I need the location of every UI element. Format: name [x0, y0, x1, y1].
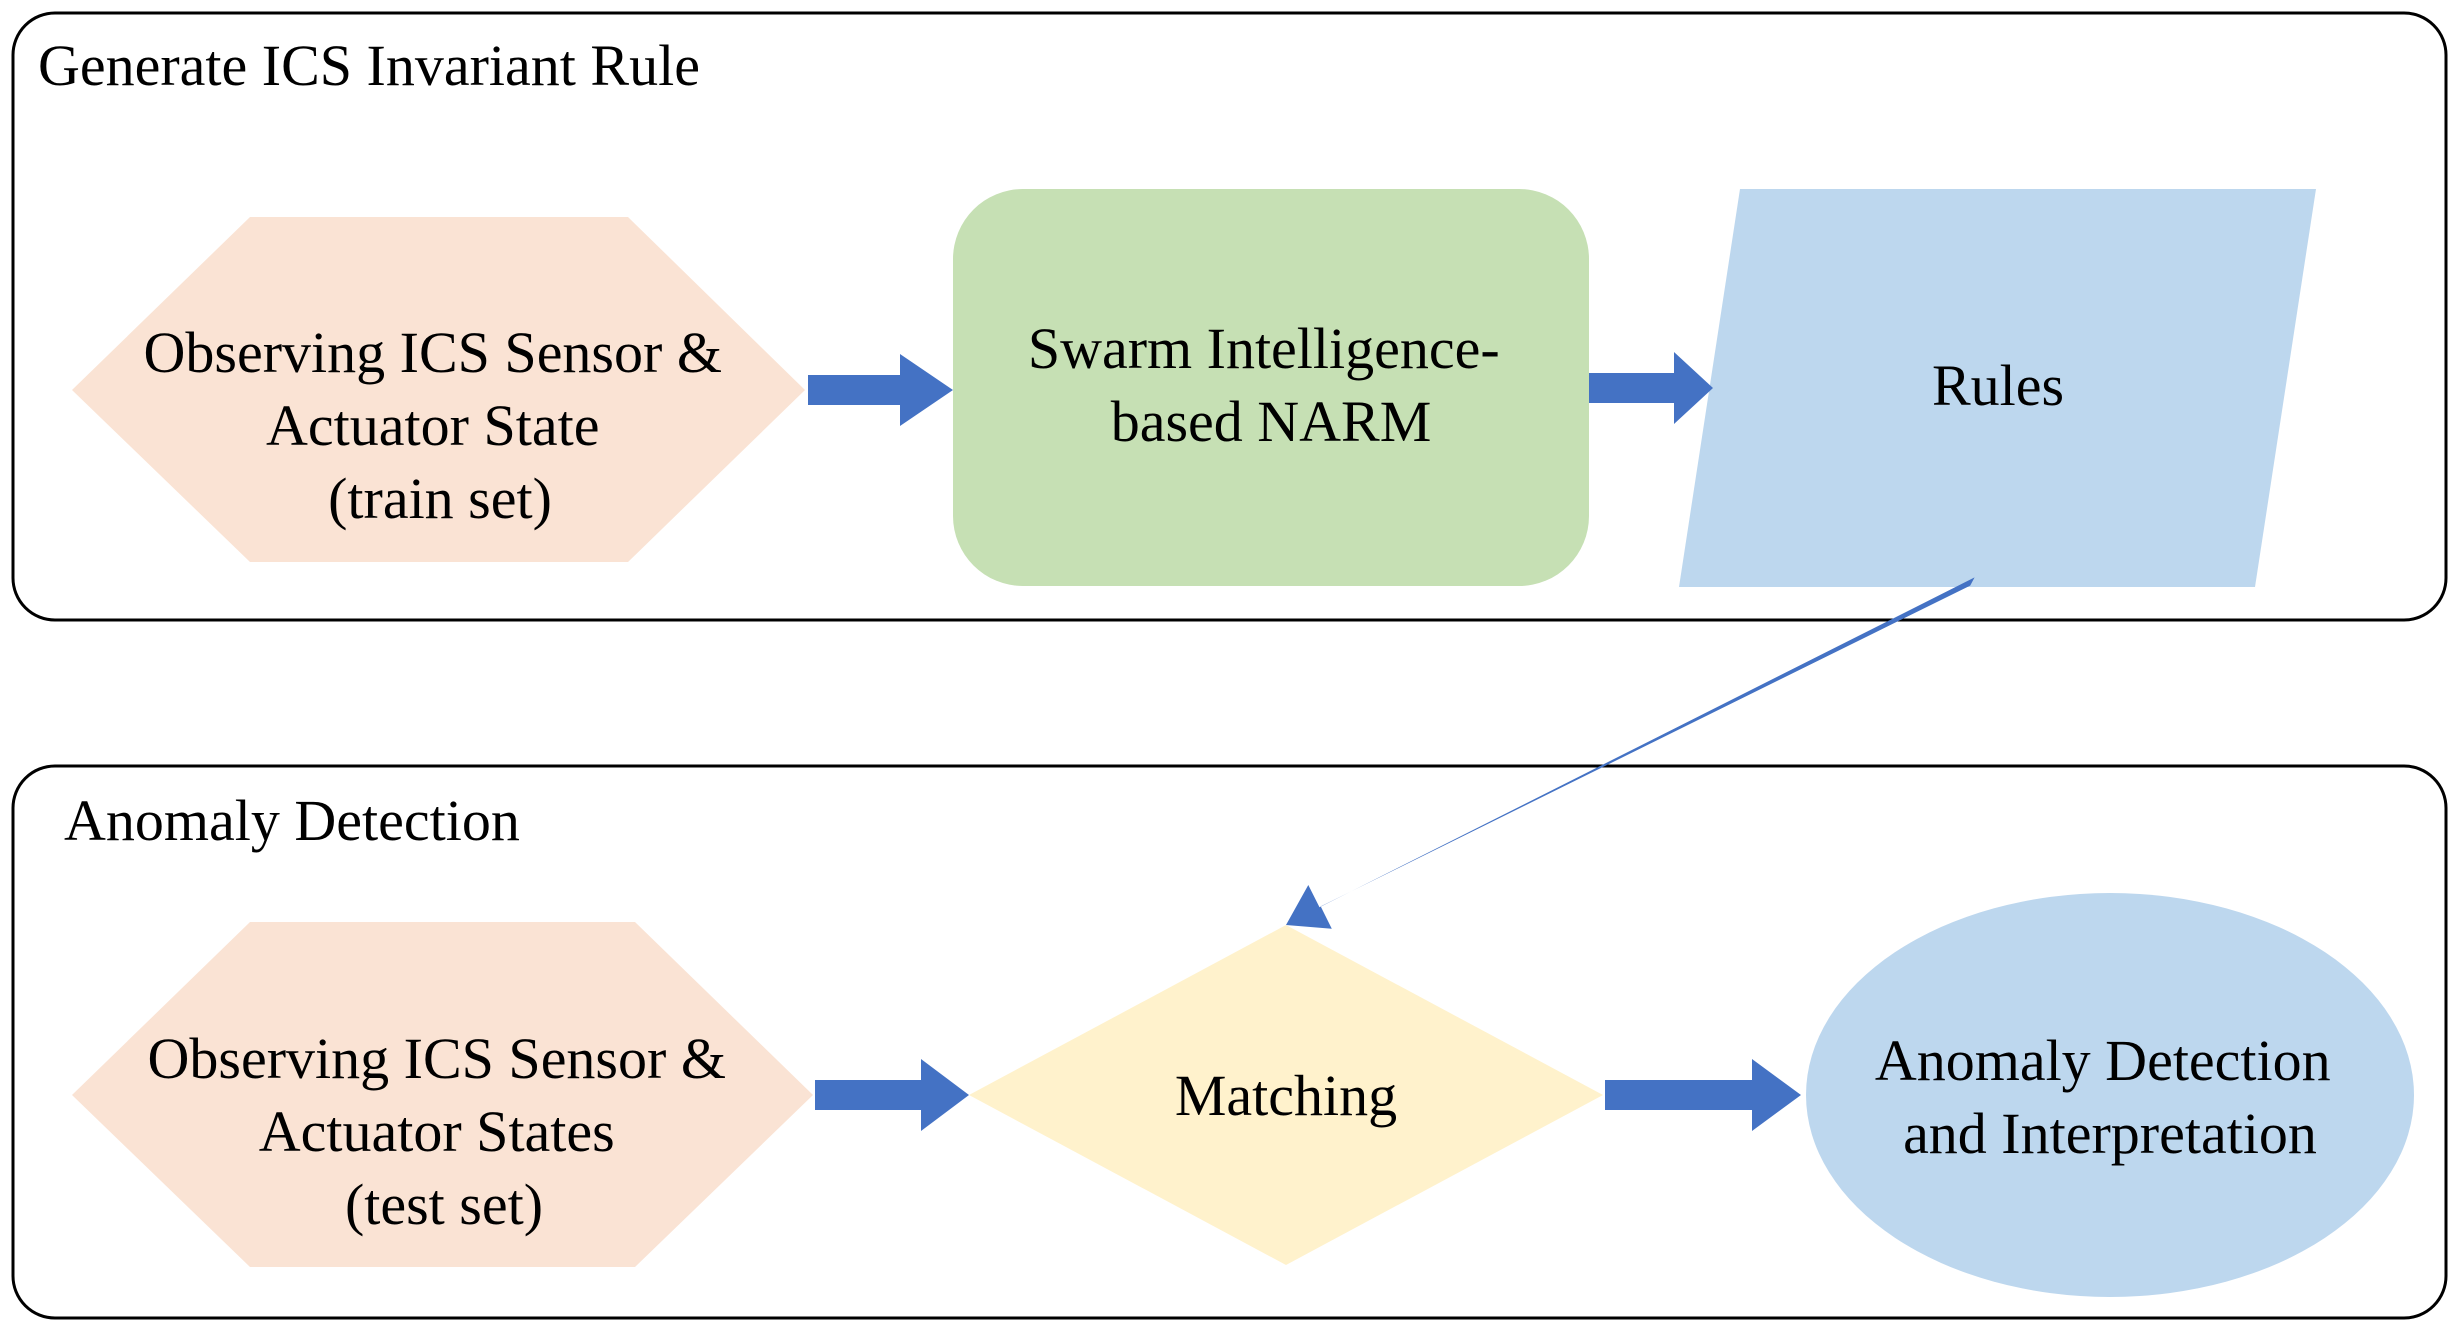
narm-label: Swarm Intelligence- based NARM — [1028, 316, 1514, 454]
node-narm: Swarm Intelligence- based NARM — [953, 189, 1589, 586]
arrow-observe-to-matching — [815, 1059, 969, 1131]
node-observe-test: Observing ICS Sensor & Actuator States (… — [72, 922, 813, 1267]
arrow-matching-to-result — [1605, 1059, 1801, 1131]
arrow-observe-to-narm — [808, 354, 953, 426]
observe-train-line-2: Actuator State — [266, 393, 599, 458]
result-line-2: and Interpretation — [1903, 1101, 2317, 1166]
edges — [808, 352, 1975, 1131]
parallelogram-shape — [1679, 189, 2316, 587]
panel-generate-title: Generate ICS Invariant Rule — [38, 33, 700, 98]
ellipse-shape — [1806, 893, 2414, 1297]
observe-train-line-3: (train set) — [328, 466, 552, 531]
diamond-shape — [969, 925, 1603, 1265]
observe-test-line-3: (test set) — [345, 1172, 543, 1237]
matching-label: Matching — [1175, 1063, 1397, 1128]
node-matching: Matching — [969, 925, 1603, 1265]
hexagon-shape — [72, 217, 805, 562]
panel-detection-title: Anomaly Detection — [64, 788, 520, 853]
node-observe-train: Observing ICS Sensor & Actuator State (t… — [72, 217, 805, 562]
arrow-rules-to-matching — [1286, 577, 1975, 929]
result-line-1: Anomaly Detection — [1875, 1028, 2331, 1093]
rounded-rect-shape — [953, 189, 1589, 586]
hexagon-shape — [72, 922, 813, 1267]
node-rules: Rules — [1679, 189, 2316, 587]
arrow-narm-to-rules — [1589, 352, 1713, 424]
observe-test-line-2: Actuator States — [259, 1099, 615, 1164]
observe-train-label: Observing ICS Sensor & Actuator State (t… — [144, 320, 737, 531]
narm-line-2: based NARM — [1111, 389, 1432, 454]
node-result: Anomaly Detection and Interpretation — [1806, 893, 2414, 1297]
observe-test-label: Observing ICS Sensor & Actuator States (… — [148, 1026, 741, 1237]
narm-line-1: Swarm Intelligence- — [1028, 316, 1500, 381]
result-label: Anomaly Detection and Interpretation — [1875, 1028, 2345, 1166]
observe-train-line-1: Observing ICS Sensor & — [144, 320, 722, 385]
rules-label: Rules — [1932, 353, 2064, 418]
observe-test-line-1: Observing ICS Sensor & — [148, 1026, 726, 1091]
